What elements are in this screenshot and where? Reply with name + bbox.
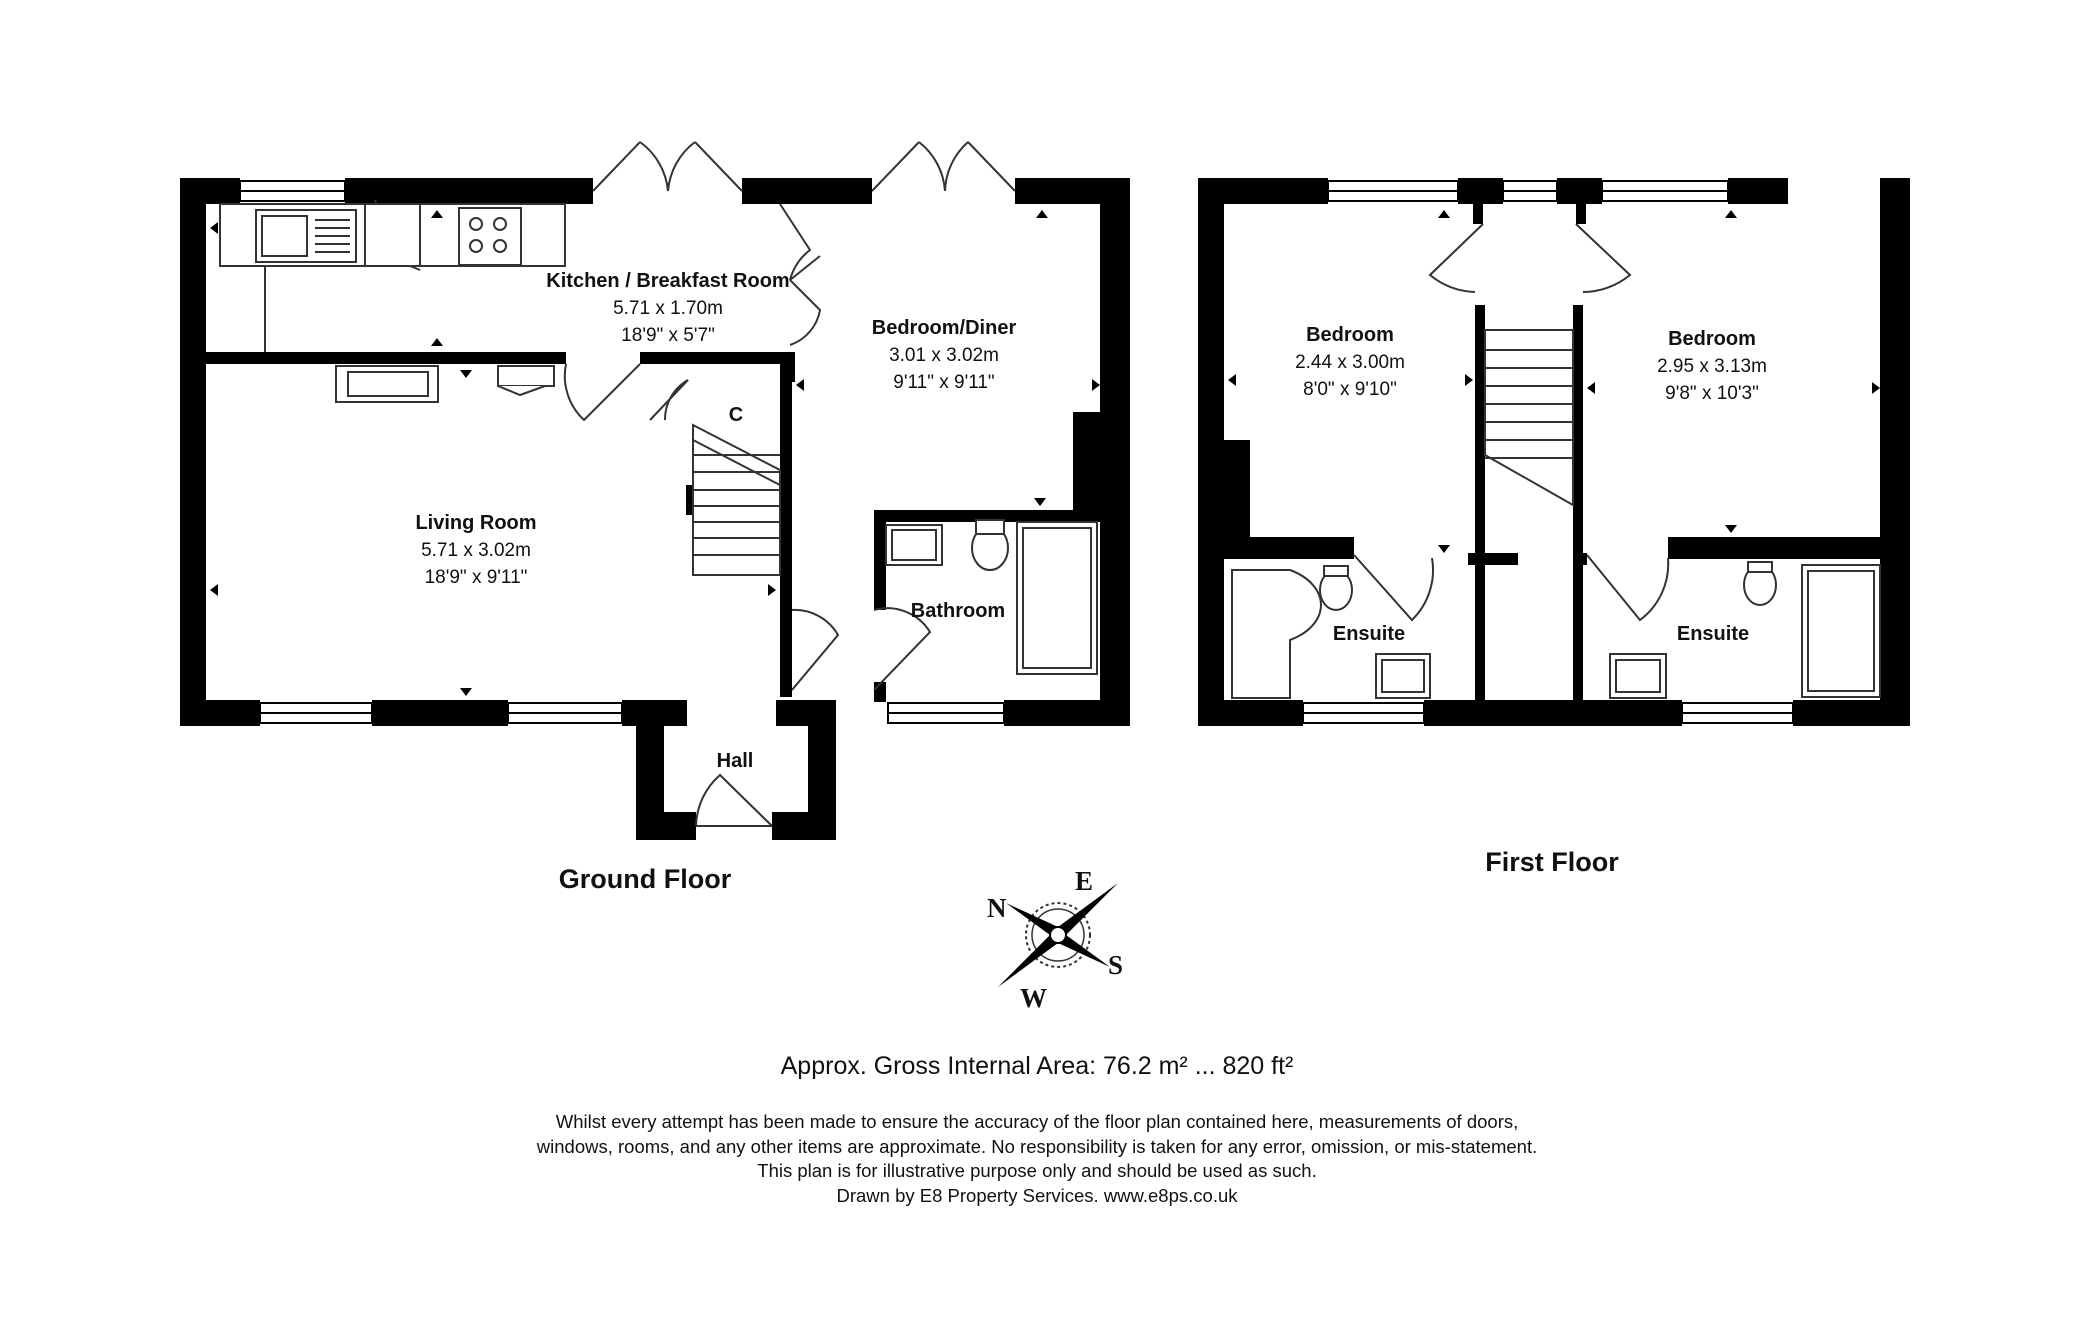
- room-label-kitchen: Kitchen / Breakfast Room 5.71 x 1.70m 18…: [546, 268, 789, 349]
- room-imperial: 18'9" x 5'7": [621, 325, 715, 346]
- room-imperial: 9'8" x 10'3": [1665, 383, 1759, 404]
- room-imperial: 9'11" x 9'11": [893, 372, 995, 393]
- room-metric: 3.01 x 3.02m: [889, 345, 999, 366]
- first-floor-arrows: [1228, 210, 1880, 553]
- room-imperial: 18'9" x 9'11": [424, 567, 528, 588]
- ground-floor-stairs: [692, 423, 781, 576]
- room-label-ensuite-2: Ensuite: [1677, 621, 1749, 648]
- disclaimer: Whilst every attempt has been made to en…: [537, 1110, 1537, 1208]
- room-label-bedroom-diner: Bedroom/Diner 3.01 x 3.02m 9'11" x 9'11": [872, 315, 1016, 396]
- room-name: C: [728, 404, 744, 426]
- compass-rose-icon: [998, 883, 1118, 987]
- room-name: Hall: [716, 750, 754, 772]
- room-imperial: 8'0" x 9'10": [1303, 379, 1397, 400]
- bathroom-fixtures: [885, 519, 1098, 675]
- disclaimer-line: windows, rooms, and any other items are …: [536, 1135, 1538, 1157]
- room-name: Ensuite: [1676, 623, 1750, 645]
- room-name: Bathroom: [910, 600, 1006, 622]
- gross-internal-area: Approx. Gross Internal Area: 76.2 m² ...…: [780, 1052, 1294, 1080]
- room-label-bedroom-1: Bedroom 2.44 x 3.00m 8'0" x 9'10": [1295, 322, 1405, 403]
- disclaimer-line: Drawn by E8 Property Services. www.e8ps.…: [836, 1184, 1238, 1206]
- room-metric: 2.95 x 3.13m: [1657, 356, 1767, 377]
- room-label-living-room: Living Room 5.71 x 3.02m 18'9" x 9'11": [415, 510, 536, 591]
- room-name: Bedroom/Diner: [871, 317, 1017, 339]
- room-label-bedroom-2: Bedroom 2.95 x 3.13m 9'8" x 10'3": [1657, 326, 1767, 407]
- first-floor-stairs: [1484, 329, 1574, 507]
- first-floor-doors: [1353, 223, 1670, 622]
- first-floor-walls: [1198, 178, 1910, 726]
- compass-north-label: N: [987, 893, 1007, 923]
- room-label-ensuite-1: Ensuite: [1333, 621, 1405, 648]
- compass-south-label: S: [1108, 950, 1124, 980]
- ground-floor-walls: [180, 178, 1130, 840]
- room-label-bathroom: Bathroom: [911, 598, 1005, 625]
- kitchen-fittings: [219, 203, 566, 403]
- ensuite-fixtures: [1231, 561, 1881, 699]
- room-name: Bedroom: [1668, 328, 1756, 350]
- compass-west-label: W: [1020, 983, 1047, 1013]
- room-metric: 5.71 x 3.02m: [421, 540, 531, 561]
- disclaimer-line: This plan is for illustrative purpose on…: [757, 1160, 1317, 1181]
- floor-title-ground: Ground Floor: [558, 864, 732, 894]
- room-name: Ensuite: [1332, 623, 1406, 645]
- ground-floor-arrows: [210, 210, 1100, 696]
- floor-title-first: First Floor: [1485, 847, 1619, 877]
- room-name: Bedroom: [1306, 324, 1394, 346]
- room-metric: 5.71 x 1.70m: [613, 298, 723, 319]
- room-name: Living Room: [415, 512, 537, 534]
- first-floor-windows: [1302, 180, 1794, 724]
- room-metric: 2.44 x 3.00m: [1295, 352, 1405, 373]
- room-label-hall: Hall: [717, 748, 754, 775]
- compass-east-label: E: [1075, 866, 1094, 896]
- room-label-cupboard: C: [729, 402, 743, 429]
- disclaimer-line: Whilst every attempt has been made to en…: [555, 1111, 1519, 1132]
- ground-floor-windows: [239, 180, 1005, 724]
- room-name: Kitchen / Breakfast Room: [546, 270, 790, 292]
